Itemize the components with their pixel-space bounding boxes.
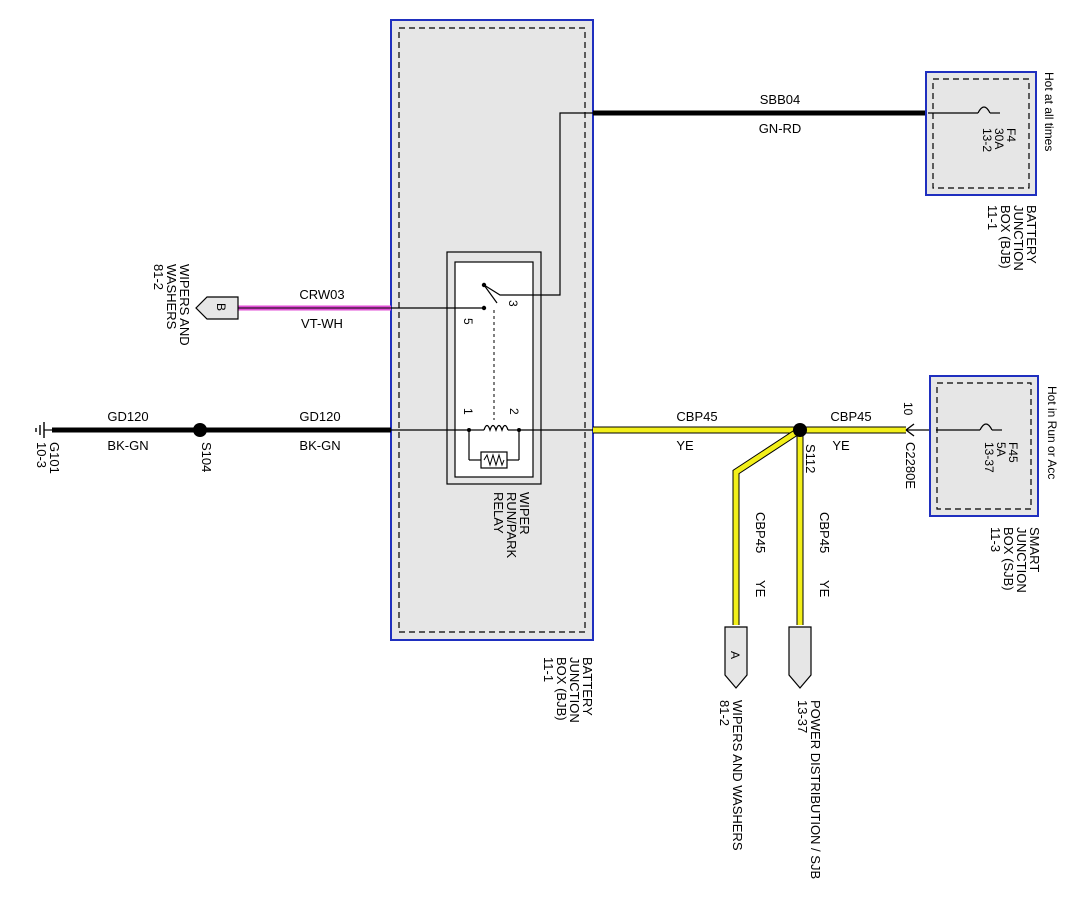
fuse-f4-ref: 13-2 xyxy=(980,128,994,152)
relay-label-line-3: RELAY xyxy=(491,492,506,534)
ground-ref: 10-3 xyxy=(34,442,49,468)
relay-coil xyxy=(483,424,509,433)
bjb-center-line-3: BOX (BJB) xyxy=(554,657,569,721)
bjb-fuse-box: F4 30A 13-2 xyxy=(925,71,1037,196)
relay-switch-arm xyxy=(483,284,498,304)
ground-id: G101 xyxy=(47,442,62,474)
wire-sbb04-color: GN-RD xyxy=(759,121,802,136)
fuse-f4-icon xyxy=(977,106,991,114)
splice-s112-label: S112 xyxy=(803,444,818,473)
connector-b: B xyxy=(195,296,239,320)
wire-gd120-left-circuit: GD120 xyxy=(107,409,148,424)
ground-symbol xyxy=(35,422,52,438)
relay-label-line-1: WIPER xyxy=(517,492,532,535)
bjb-fuse-line-4: 11-1 xyxy=(985,205,1000,230)
connector-c2280e-pin: 10 xyxy=(901,402,915,416)
ref-b-label: WIPERS AND WASHERS 81-2 xyxy=(151,264,192,346)
connector-a-letter: A xyxy=(728,651,742,659)
bjb-fuse-box-label: BATTERY JUNCTION BOX (BJB) 11-1 xyxy=(985,205,1039,271)
ref-b-line-2: WASHERS xyxy=(164,264,179,330)
wire-gd120-right-color: BK-GN xyxy=(299,438,340,453)
fuse-f4-id: F4 xyxy=(1004,128,1018,142)
ref-power-line-2: 13-37 xyxy=(795,700,810,733)
wire-cbp45-down-b-color: YE xyxy=(817,580,832,598)
wire-cbp45-right-color: YE xyxy=(832,438,850,453)
connector-a: A xyxy=(724,626,748,689)
relay-pin-1: 1 xyxy=(461,408,475,415)
ground-label: G101 10-3 xyxy=(34,442,62,474)
fuse-f45-icon xyxy=(979,423,993,431)
wiper-relay: 3 5 1 2 xyxy=(446,251,542,485)
ref-b-line-3: 81-2 xyxy=(151,264,166,290)
bjb-center-line-4: 11-1 xyxy=(541,657,556,682)
wire-cbp45-main-color: YE xyxy=(676,438,694,453)
bjb-center-label: BATTERY JUNCTION BOX (BJB) 11-1 xyxy=(541,657,595,723)
relay-label: WIPER RUN/PARK RELAY xyxy=(491,492,532,559)
ref-a-line-1: WIPERS AND WASHERS xyxy=(730,700,745,851)
wire-cbp45-down-a xyxy=(732,427,802,625)
fuse-f45-ref: 13-37 xyxy=(982,442,996,473)
relay-feed-wire xyxy=(483,112,596,296)
splice-s112 xyxy=(793,423,807,437)
connector-c2280e-id: C2280E xyxy=(903,442,918,489)
wire-gd120-right-circuit: GD120 xyxy=(299,409,340,424)
relay-pin-2: 2 xyxy=(507,408,521,415)
bjb-fuse-line-2: JUNCTION xyxy=(1011,205,1026,271)
bjb-center-line-2: JUNCTION xyxy=(567,657,582,723)
relay-pin-3: 3 xyxy=(506,300,520,307)
wire-cbp45-right-circuit: CBP45 xyxy=(830,409,871,424)
fuse-f45-id: F45 xyxy=(1006,442,1020,463)
sjb-fuse-line-4: 11-3 xyxy=(988,527,1003,552)
wire-cbp45-main-circuit: CBP45 xyxy=(676,409,717,424)
ref-b-line-1: WIPERS AND xyxy=(177,264,192,346)
wire-cbp45-down-a-color: YE xyxy=(753,580,768,598)
bjb-center-line-1: BATTERY xyxy=(580,657,595,716)
wire-sbb04-circuit: SBB04 xyxy=(760,92,800,107)
connector-b-letter: B xyxy=(214,303,228,311)
ref-power-line-1: POWER DISTRIBUTION / SJB xyxy=(808,700,823,879)
sjb-hot-label: Hot in Run or Acc xyxy=(1045,386,1059,479)
sjb-fuse-line-1: SMART xyxy=(1027,527,1042,572)
relay-pin-5: 5 xyxy=(461,318,475,325)
wire-cbp45-down-b-circuit: CBP45 xyxy=(817,512,832,553)
sjb-fuse-line-2: JUNCTION xyxy=(1014,527,1029,593)
sjb-fuse-box: F45 5A 13-37 xyxy=(929,375,1039,517)
wire-crw03-circuit: CRW03 xyxy=(299,287,344,302)
splice-s104-label: S104 xyxy=(199,442,214,472)
bjb-fuse-line-1: BATTERY xyxy=(1024,205,1039,264)
connector-power-distribution xyxy=(788,626,812,689)
fuse-f45-amps: 5A xyxy=(994,442,1008,457)
relay-label-line-2: RUN/PARK xyxy=(504,492,519,559)
wire-cbp45-down-a-circuit: CBP45 xyxy=(753,512,768,553)
ref-a-label: WIPERS AND WASHERS 81-2 xyxy=(717,700,745,851)
sjb-fuse-box-label: SMART JUNCTION BOX (SJB) 11-3 xyxy=(988,527,1042,593)
ref-a-line-2: 81-2 xyxy=(717,700,732,726)
wire-crw03-color: VT-WH xyxy=(301,316,343,331)
splice-s104 xyxy=(193,423,207,437)
bjb-fuse-line-3: BOX (BJB) xyxy=(998,205,1013,269)
sjb-fuse-line-3: BOX (SJB) xyxy=(1001,527,1016,591)
bjb-hot-label: Hot at all times xyxy=(1042,72,1056,151)
wire-gd120-left-color: BK-GN xyxy=(107,438,148,453)
fuse-f4-amps: 30A xyxy=(992,128,1006,149)
ref-power-label: POWER DISTRIBUTION / SJB 13-37 xyxy=(795,700,823,879)
